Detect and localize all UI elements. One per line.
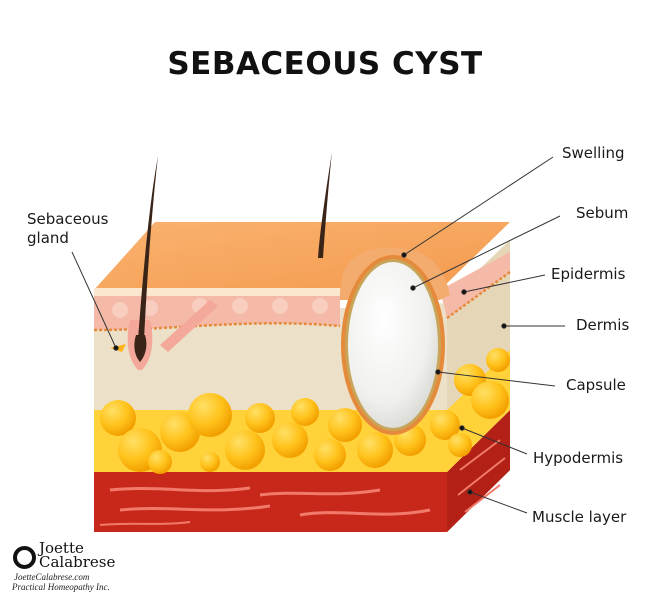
label-sebaceous-gland-line1: Sebaceous: [27, 210, 109, 228]
logo-name-line1: Joette: [39, 539, 84, 557]
logo-ring-icon: [13, 546, 36, 569]
label-hypodermis: Hypodermis: [533, 449, 624, 467]
logo-company: Practical Homeopathy Inc.: [12, 582, 110, 592]
epidermis-layer: [93, 252, 511, 332]
leader-lines: [71, 156, 565, 514]
skin-surface: [94, 222, 510, 296]
label-sebaceous-gland-line2: gland: [27, 229, 69, 247]
cyst: [341, 255, 445, 435]
label-muscle-layer: Muscle layer: [532, 508, 627, 526]
logo-name-line2: Calabrese: [39, 553, 116, 571]
logo-website: JoetteCalabrese.com: [14, 572, 90, 582]
hypodermis-layer: [94, 348, 510, 474]
brand-logo: Joette Calabrese JoetteCalabrese.com Pra…: [8, 539, 198, 593]
label-sebum: Sebum: [576, 204, 629, 222]
label-dermis: Dermis: [576, 316, 630, 334]
label-swelling: Swelling: [562, 144, 625, 162]
label-sebaceous-gland: Sebaceous gland: [27, 210, 108, 248]
hair-follicle: [110, 156, 218, 370]
label-capsule: Capsule: [566, 376, 626, 394]
diagram-title: SEBACEOUS CYST: [167, 46, 483, 82]
label-epidermis: Epidermis: [551, 265, 626, 283]
hair-strand: [318, 152, 332, 258]
